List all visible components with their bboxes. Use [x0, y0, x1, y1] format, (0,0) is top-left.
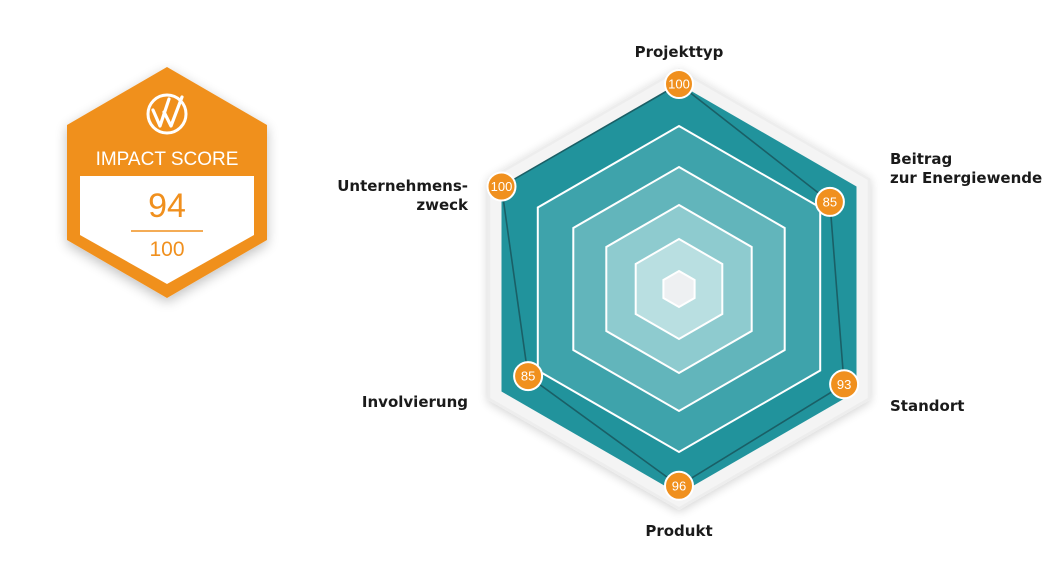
data-point-2: [814, 186, 845, 217]
badge-score: 94: [148, 187, 186, 225]
data-point-6: [486, 171, 517, 202]
axis-label-line: Produkt: [645, 522, 712, 540]
badge-score-panel: [80, 176, 254, 284]
data-point-3: [829, 369, 860, 400]
axis-label-line: zweck: [416, 196, 469, 214]
axis-label-3: Standort: [890, 397, 964, 415]
axis-label-line: Involvierung: [362, 393, 468, 411]
axis-label-line: Projekttyp: [635, 43, 724, 61]
axis-label-line: Unternehmens-: [337, 177, 468, 195]
data-label-3: 93: [837, 377, 851, 392]
data-label-2: 85: [823, 194, 837, 209]
axis-label-line: zur Energiewende: [890, 169, 1042, 187]
double-check-icon: [146, 93, 188, 135]
axis-label-6: Unternehmens-zweck: [337, 177, 469, 214]
badge-max: 100: [149, 238, 184, 261]
badge-title: IMPACT SCORE: [96, 149, 239, 170]
data-label-1: 100: [668, 77, 690, 92]
axis-label-5: Involvierung: [362, 393, 468, 411]
axis-label-4: Produkt: [645, 522, 712, 540]
data-point-1: [664, 69, 694, 99]
data-label-5: 85: [521, 369, 535, 384]
data-label-6: 100: [491, 179, 513, 194]
axis-label-1: Projekttyp: [635, 43, 724, 61]
data-label-4: 96: [672, 478, 686, 493]
data-point-5: [513, 361, 544, 392]
radar-ring-6: [662, 269, 696, 309]
impact-score-badge: [67, 67, 267, 298]
axis-label-line: Standort: [890, 397, 964, 415]
axis-label-line: Beitrag: [890, 150, 952, 168]
data-point-4: [664, 470, 694, 501]
